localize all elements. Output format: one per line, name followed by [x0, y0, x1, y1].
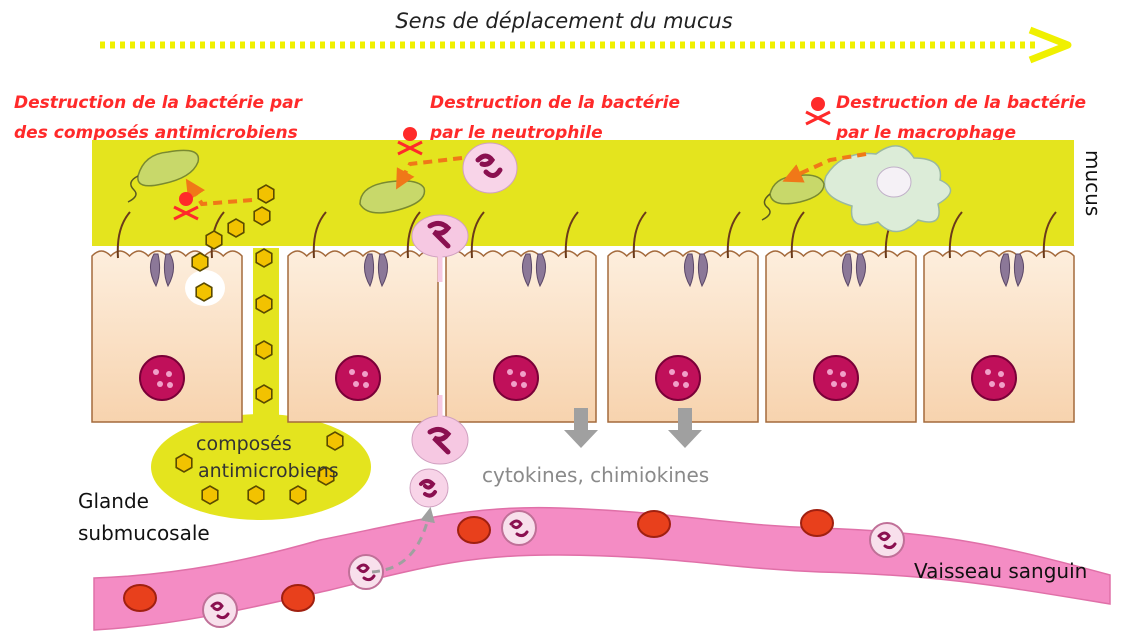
- nucleolus: [985, 369, 991, 375]
- flow-label: Sens de déplacement du mucus: [395, 9, 732, 33]
- nucleolus: [998, 371, 1004, 377]
- nucleolus: [521, 382, 527, 388]
- vessel-label: Vaisseau sanguin: [914, 559, 1087, 583]
- nucleus: [972, 356, 1016, 400]
- compounds-label-line1: composés: [196, 433, 292, 455]
- compound-hexagon: [290, 486, 306, 504]
- nucleolus: [669, 369, 675, 375]
- nucleolus: [673, 381, 679, 387]
- compound-hexagon: [206, 231, 222, 249]
- nucleolus: [157, 381, 163, 387]
- nucleus: [814, 356, 858, 400]
- nucleolus: [353, 381, 359, 387]
- compound-hexagon: [196, 283, 212, 301]
- compound-hexagon: [258, 185, 274, 203]
- red-blood-cell: [458, 517, 490, 543]
- gland-label-line2: submucosale: [78, 521, 210, 545]
- macrophage-destruction-line1: Destruction de la bactérie: [836, 93, 1086, 113]
- neutrophil-cell: [463, 143, 517, 193]
- red-blood-cell: [282, 585, 314, 611]
- skull-icon: [403, 127, 417, 141]
- compound-hexagon: [256, 385, 272, 403]
- mucus-label: mucus: [1081, 150, 1105, 216]
- nucleolus: [153, 369, 159, 375]
- nucleus: [494, 356, 538, 400]
- red-blood-cell: [124, 585, 156, 611]
- nucleolus: [507, 369, 513, 375]
- compound-hexagon: [192, 253, 208, 271]
- nucleolus: [520, 371, 526, 377]
- nucleolus: [682, 371, 688, 377]
- compound-hexagon: [256, 249, 272, 267]
- compound-hexagon: [256, 295, 272, 313]
- nucleolus: [363, 382, 369, 388]
- nucleolus: [999, 382, 1005, 388]
- gland-label-line1: Glande: [78, 489, 149, 513]
- compound-hexagon: [248, 486, 264, 504]
- nucleolus: [840, 371, 846, 377]
- compound-hexagon: [254, 207, 270, 225]
- compound-hexagon: [327, 432, 343, 450]
- nucleus: [656, 356, 700, 400]
- skull-icon: [179, 192, 193, 206]
- macrophage-nucleus: [877, 167, 911, 197]
- nucleolus: [827, 369, 833, 375]
- nucleolus: [166, 371, 172, 377]
- nucleolus: [989, 381, 995, 387]
- nucleolus: [511, 381, 517, 387]
- cytokines-label: cytokines, chimiokines: [482, 463, 709, 487]
- red-blood-cell: [638, 511, 670, 537]
- compound-hexagon: [256, 341, 272, 359]
- destruction-labels: Destruction de la bactérie par des compo…: [14, 93, 1086, 143]
- nucleolus: [831, 381, 837, 387]
- mucus-flow-indicator: Sens de déplacement du mucus: [100, 9, 1068, 60]
- flow-arrowhead-icon: [1030, 30, 1068, 60]
- nucleolus: [362, 371, 368, 377]
- compound-hexagon: [228, 219, 244, 237]
- compound-hexagon: [176, 454, 192, 472]
- compound-hexagon: [202, 486, 218, 504]
- skull-icon: [811, 97, 825, 111]
- compounds-label-line2: antimicrobiens: [198, 460, 339, 482]
- nucleus: [336, 356, 380, 400]
- neutrophil-destruction-line1: Destruction de la bactérie: [430, 93, 680, 113]
- nucleus: [140, 356, 184, 400]
- nucleolus: [349, 369, 355, 375]
- nucleolus: [683, 382, 689, 388]
- red-blood-cell: [801, 510, 833, 536]
- nucleolus: [841, 382, 847, 388]
- nucleolus: [167, 382, 173, 388]
- antimicrobial-destruction-line1: Destruction de la bactérie par: [14, 93, 304, 113]
